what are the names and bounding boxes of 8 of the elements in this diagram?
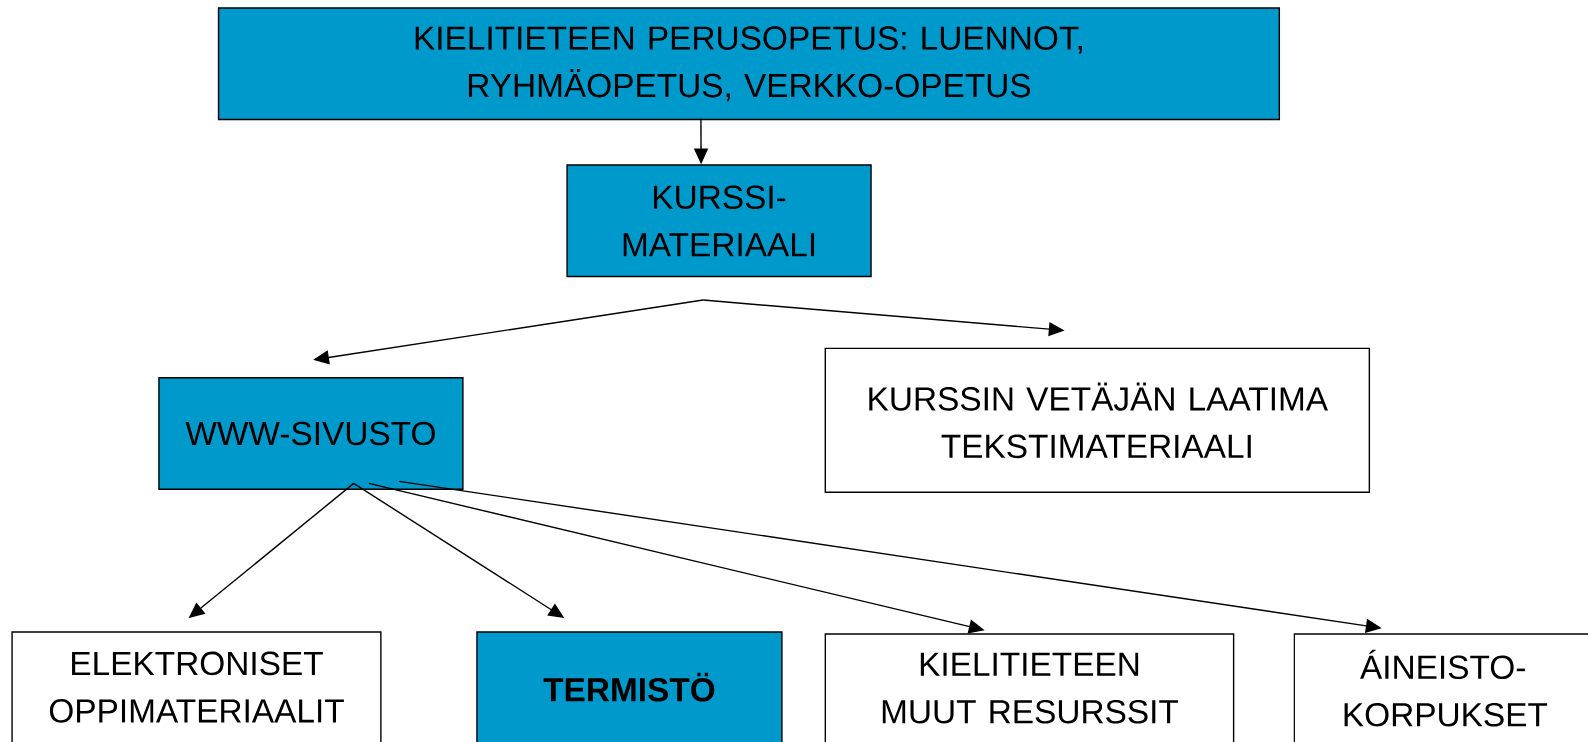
topic-box: KURSSIN VETÄJÄN LAATIMA TEKSTIMATERIAALI xyxy=(824,347,1371,493)
topic-box: WWW-SIVUSTO xyxy=(158,376,464,490)
topic-box: TERMISTÖ xyxy=(476,631,783,742)
topic-box: KIELITIETEEN PERUSOPETUS: LUENNOT, RYHMÄOPETUS, VERKKO-OPETUS xyxy=(217,7,1281,121)
topic-box: ELEKTRONISET OPPIMATERIAALIT xyxy=(11,631,382,742)
topic-box: KURSSI- MATERIAALI xyxy=(566,164,872,278)
topic-box: ÁINEISTO- KORPUKSET xyxy=(1293,633,1588,742)
topic-box: KIELITIETEEN MUUT RESURSSIT xyxy=(824,633,1235,742)
